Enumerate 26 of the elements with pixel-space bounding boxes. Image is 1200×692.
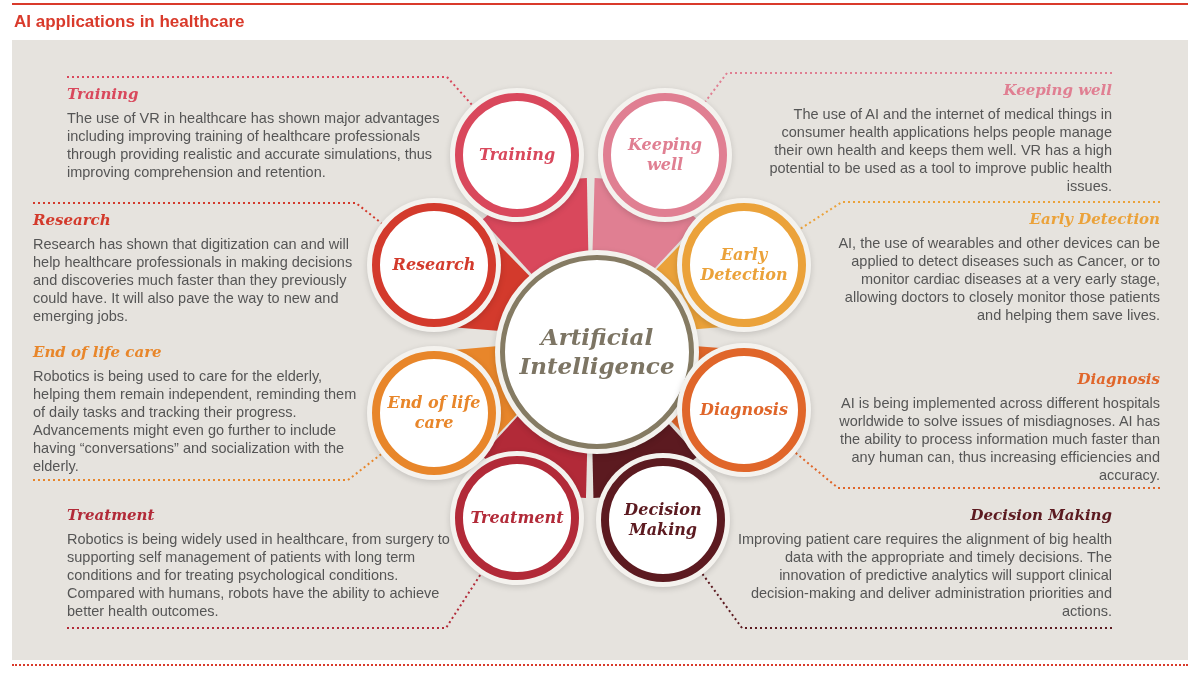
circle-label: Training xyxy=(478,145,556,165)
circle-label: Artificial Intelligence xyxy=(518,323,676,381)
section-heading: Early Detection xyxy=(1029,210,1160,228)
page-title: AI applications in healthcare xyxy=(14,12,245,32)
circle-label: Early Detection xyxy=(699,245,789,285)
description-text: The use of VR in healthcare has shown major advantages including improving training of healthcare professionals through providing realistic and accurate simulations, thus improving comprehension and retention. xyxy=(67,109,441,181)
section-heading: Decision Making xyxy=(970,506,1112,524)
description-text: Robotics is being used to care for the elderly, helping them remain independent, reminding them of daily tasks and tracking their progress. Advancements might even go further to include having “conversations” and socialization with the elderly. xyxy=(33,367,358,475)
description-text: Robotics is being widely used in healthcare, from surgery to supporting self management of patients with long term conditions and for treating psychological conditions. Compared with humans, robots have the ability to achieve better health outcomes. xyxy=(67,530,451,620)
section-heading: Diagnosis xyxy=(1077,370,1160,388)
description-text: AI is being implemented across different hospitals worldwide to solve issues of misdiagnoses. AI has the ability to process information much faster than any human can, thus increasing efficiencies and accuracy. xyxy=(838,394,1160,484)
circle-label: Keeping well xyxy=(626,135,703,175)
circle-label: Treatment xyxy=(470,508,564,528)
section-heading: Training xyxy=(67,85,139,103)
description-text: The use of AI and the internet of medical things in consumer health applications helps people manage their own health and keeps them well. VR has a high potential to be used as a tool to improve public health issues. xyxy=(768,105,1112,195)
section-heading: Treatment xyxy=(67,506,155,524)
description-text: Improving patient care requires the alignment of big health data with the appropriate and timely decisions. The innovation of predictive analytics will support clinical decision-making and deliver administration priorities and actions. xyxy=(737,530,1112,620)
section-heading: End of life care xyxy=(33,343,162,361)
circle-label: End of life care xyxy=(386,393,482,433)
circle-label: Decision Making xyxy=(623,500,703,540)
description-text: Research has shown that digitization can and will help healthcare professionals in making decisions and discoveries much faster than they previously could have. It will also pave the way to new and emerging jobs. xyxy=(33,235,354,325)
section-heading: Keeping well xyxy=(1003,81,1112,99)
circle-label: Diagnosis xyxy=(700,400,788,420)
section-heading: Research xyxy=(33,211,111,229)
description-text: AI, the use of wearables and other devices can be applied to detect diseases such as Cancer, or to monitor cardiac diseases at a very early stage, allowing doctors to closely monitor those patients and helping them save lives. xyxy=(837,234,1160,324)
circle-label: Research xyxy=(392,255,476,275)
